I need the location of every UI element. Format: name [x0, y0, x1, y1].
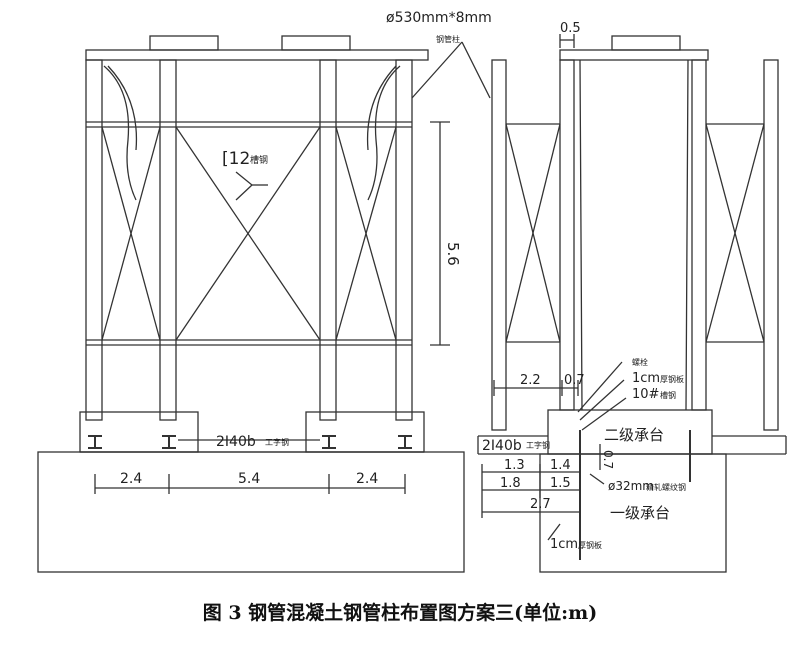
height-dim-label: 5.6 — [444, 242, 462, 266]
side-column-2 — [559, 59, 575, 411]
side-view-labels: 0.5 螺栓 1cm 厚钢板 10# 槽钢 2.2 0.7 2I40b 工字钢 … — [482, 21, 686, 552]
side-view — [477, 34, 787, 573]
side-beam-label: 2I40b — [482, 438, 522, 454]
top-cap-right — [281, 35, 351, 51]
channel10-leader — [581, 397, 627, 431]
side-column-3 — [691, 59, 707, 411]
dim-2-7: 2.7 — [530, 497, 551, 512]
front-beam-sublabel: 工字钢 — [265, 437, 289, 447]
span-mid: 5.4 — [238, 471, 260, 487]
x-brace-mid-b — [175, 126, 321, 341]
bottom-plate-label: 1cm — [550, 537, 578, 552]
pipe-leader-right — [461, 41, 491, 99]
front-beam-label: 2I40b — [216, 434, 256, 450]
side-x-left-b — [505, 123, 561, 343]
side-top-dim: 0.5 — [560, 21, 581, 36]
channel-label: [12 — [222, 149, 250, 169]
side-column-1 — [491, 59, 507, 431]
channel10-sublabel: 槽钢 — [660, 390, 676, 400]
rebar-sublabel: 精轧螺纹钢 — [646, 482, 686, 492]
second-cap-right — [305, 411, 425, 453]
span-left: 2.4 — [120, 471, 142, 487]
anchor-label: 螺栓 — [632, 357, 648, 367]
rebar-label: ø32mm — [608, 479, 654, 493]
side-first-cap — [539, 453, 727, 573]
side-funnel — [579, 59, 689, 411]
first-cap-front — [37, 451, 465, 573]
x-brace-right-b — [335, 126, 397, 341]
column-1 — [85, 59, 103, 421]
x-brace-left-b — [101, 126, 161, 341]
plate-leader — [579, 379, 625, 421]
top-cap-left — [149, 35, 219, 51]
front-view-labels: ø530mm*8mm 钢管柱 [12 槽钢 5.6 2I40b 工字钢 2.4 … — [120, 10, 492, 487]
column-2 — [159, 59, 177, 421]
funnel-left — [103, 65, 137, 201]
plate-sublabel: 厚钢板 — [660, 374, 684, 384]
column-4 — [395, 59, 413, 421]
second-cap-left — [79, 411, 199, 453]
anchor-leader — [577, 361, 623, 413]
channel-leader — [235, 171, 253, 201]
dim-2-2: 2.2 — [520, 373, 541, 388]
ibeam-glyphs — [88, 435, 412, 449]
side-top-cap — [611, 35, 681, 51]
funnel-right — [367, 65, 401, 201]
bottom-plate-leader — [547, 523, 561, 541]
first-cap-label: 一级承台 — [610, 504, 670, 522]
figure-caption: 图 3 钢管混凝土钢管柱布置图方案三(单位:m) — [202, 602, 598, 624]
column-3 — [319, 59, 337, 421]
rebar-leader — [589, 473, 605, 485]
side-top-beam — [559, 49, 709, 61]
channel10-label: 10# — [632, 387, 659, 402]
scaffold-drawing: ø530mm*8mm 钢管柱 [12 槽钢 5.6 2I40b 工字钢 2.4 … — [37, 10, 787, 573]
pipe-label: ø530mm*8mm — [386, 10, 492, 26]
dim-1-4: 1.4 — [550, 458, 571, 473]
funnel-left-2 — [107, 65, 138, 151]
side-x-right-b — [705, 123, 765, 343]
funnel-right-2 — [366, 65, 397, 151]
second-cap-label: 二级承台 — [604, 426, 664, 444]
side-column-4 — [763, 59, 779, 431]
dim-1-5: 1.5 — [550, 476, 571, 491]
dim-1-3: 1.3 — [504, 458, 525, 473]
pipe-leader-left — [411, 41, 463, 99]
pipe-sublabel: 钢管柱 — [436, 34, 460, 44]
dim-0-7-side: 0.7 — [601, 450, 615, 469]
top-beam — [85, 49, 429, 61]
dim-1-8: 1.8 — [500, 476, 521, 491]
side-beam-sublabel: 工字钢 — [526, 440, 550, 450]
dim-0-7-top: 0.7 — [564, 373, 585, 388]
front-view — [37, 35, 491, 573]
channel-sublabel: 槽钢 — [250, 154, 268, 166]
plate-label: 1cm — [632, 371, 660, 386]
span-right: 2.4 — [356, 471, 378, 487]
bottom-plate-sublabel: 厚钢板 — [578, 540, 602, 550]
